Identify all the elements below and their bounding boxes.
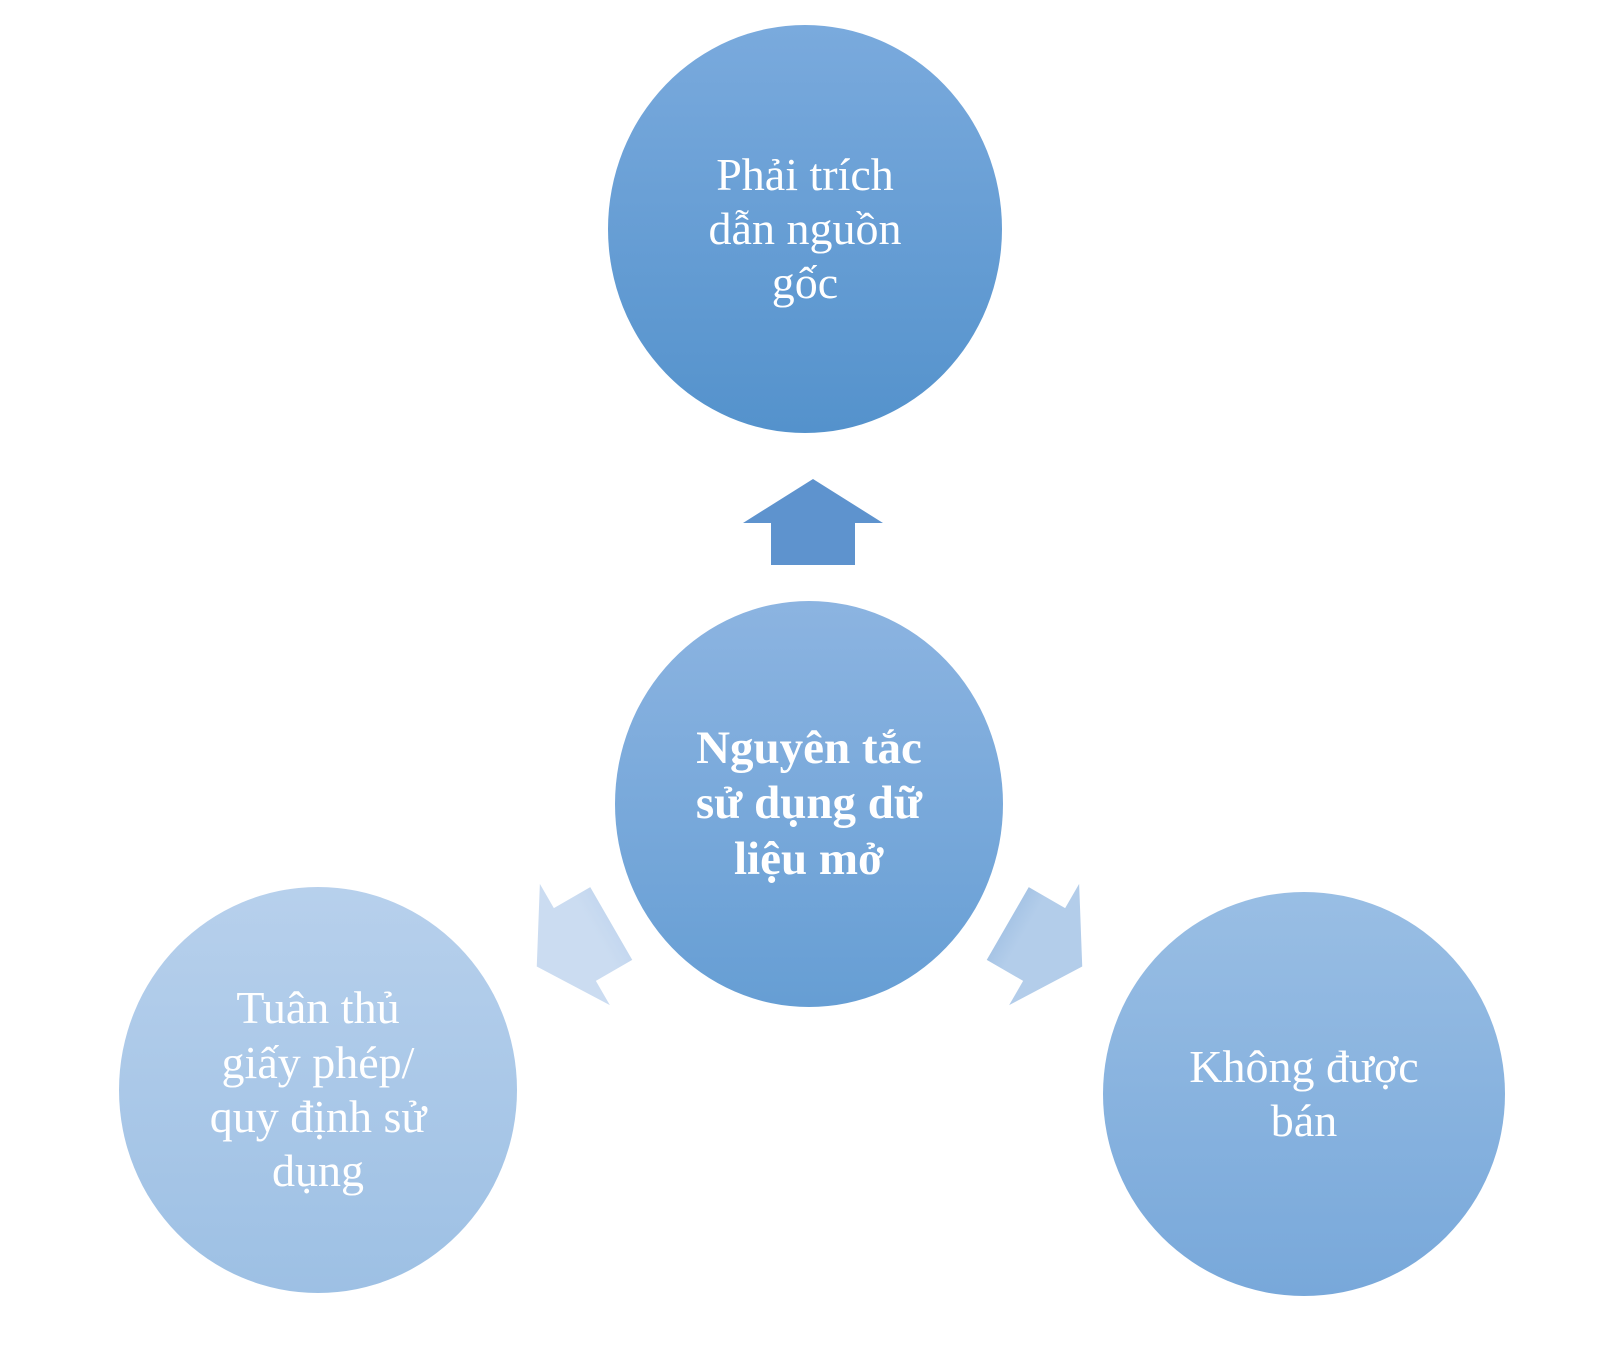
node-open-data-principles: Nguyên tắc sử dụng dữ liệu mở — [615, 601, 1003, 1007]
node-open-data-principles-label: Nguyên tắc sử dụng dữ liệu mở — [695, 721, 923, 885]
node-cite-source-label: Phải trích dẫn nguồn gốc — [708, 148, 902, 309]
node-cite-source: Phải trích dẫn nguồn gốc — [608, 25, 1002, 433]
node-comply-license-label: Tuân thủ giấy phép/ quy định sử dụng — [209, 982, 427, 1197]
node-no-selling: Không được bán — [1103, 892, 1505, 1296]
down-left-arrow-icon — [536, 883, 633, 1006]
up-arrow-icon — [743, 479, 883, 565]
node-no-selling-label: Không được bán — [1189, 1040, 1419, 1146]
down-right-arrow-icon — [986, 883, 1083, 1006]
node-comply-license: Tuân thủ giấy phép/ quy định sử dụng — [119, 887, 517, 1293]
